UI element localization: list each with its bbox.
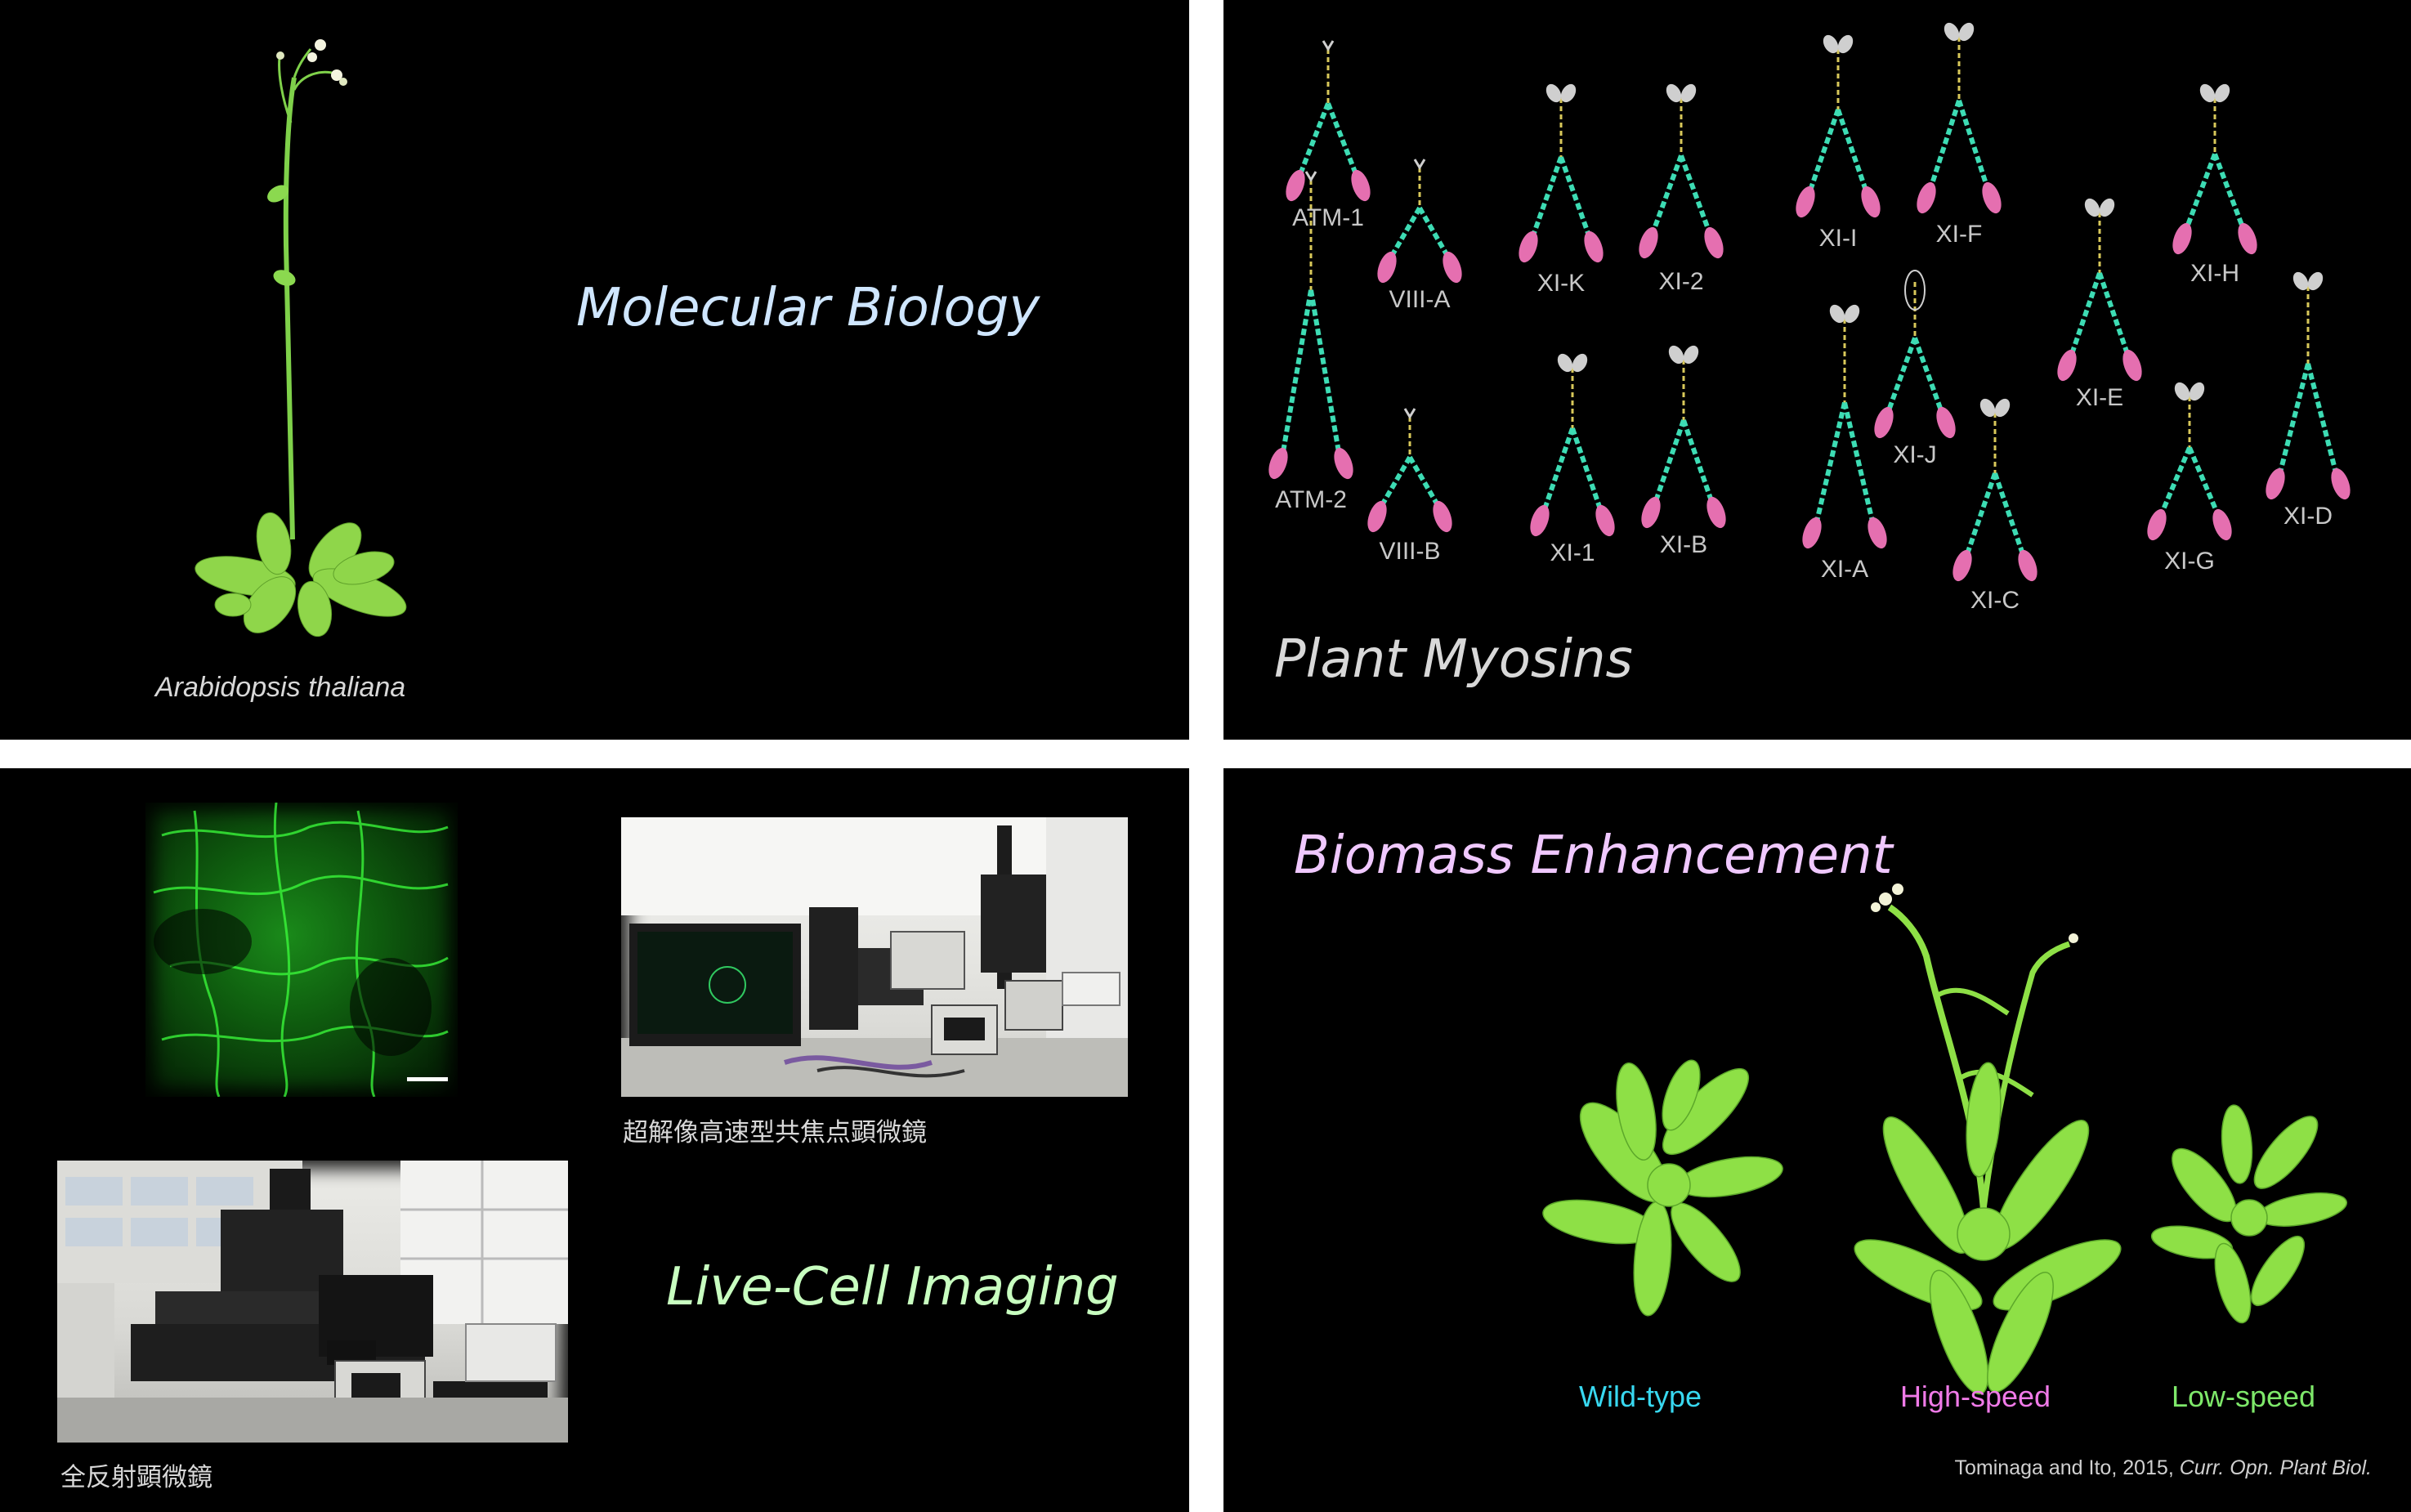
arabidopsis-plant-image [195,39,407,637]
myosin-molecule [1917,22,2002,214]
myosin-label-atm-2: ATM-2 [1275,486,1347,513]
fluorescence-network [153,803,449,1097]
myosin-label-xi-f: XI-F [1935,221,1983,248]
molecular-biology-title: Molecular Biology [576,278,1040,338]
myosin-label-xi-i: XI-I [1818,225,1858,252]
panel-live-cell-imaging: 超解像高速型共焦点顕微鏡 全反射顕微鏡 Live-Cell Imaging [0,768,1189,1512]
confocal-microscope-photo [621,817,1128,1097]
myosin-molecule [1377,159,1462,284]
myosin-label-viii-b: VIII-B [1379,538,1441,565]
tirf-caption: 全反射顕微鏡 [60,1463,212,1492]
myosin-molecule [1802,304,1887,549]
plant-comparison-image [1542,883,2348,1395]
myosin-molecule [1874,270,1956,439]
myosin-molecule [2172,83,2257,255]
high-speed-plant [1854,883,2122,1395]
myosin-label-xi-k: XI-K [1537,270,1586,297]
myosin-molecule [1367,408,1452,533]
panel-biomass-enhancement: Biomass Enhancement [1223,768,2411,1512]
confocal-caption: 超解像高速型共焦点顕微鏡 [623,1118,927,1147]
myosin-label-xi-h: XI-H [2190,260,2239,287]
myosin-molecule [1639,83,1724,259]
myosin-molecule [2147,382,2232,541]
myosin-label-xi-j: XI-J [1893,441,1937,468]
confocal-setup-illustration [621,817,1128,1097]
high-speed-label: High-speed [1899,1380,2051,1413]
myosin-molecule [1796,34,1881,218]
panel-molecular-biology: Molecular Biology Arabidopsis thaliana [0,0,1189,740]
low-speed-plant [2150,1104,2348,1324]
citation: Tominaga and Ito, 2015, Curr. Opn. Plant… [1955,1456,2372,1480]
myosin-molecule [1286,40,1371,202]
citation-journal: Curr. Opn. Plant Biol. [2179,1456,2372,1479]
myosin-molecule [2266,271,2351,500]
tirf-setup-illustration [57,1161,568,1443]
myosin-molecule [1953,398,2037,582]
myosin-molecule [2057,198,2142,382]
myosin-label-xi-b: XI-B [1659,531,1708,558]
myosin-molecule [1268,171,1353,480]
myosin-label-xi-e: XI-E [2075,384,2124,411]
tirf-microscope-photo [57,1161,568,1443]
myosin-diagram [1268,22,2351,582]
arabidopsis-caption: Arabidopsis thaliana [155,672,406,703]
myosin-label-xi-1: XI-1 [1550,539,1595,566]
myosin-molecule [1530,353,1615,537]
myosin-molecule [1519,83,1604,263]
myosin-molecule [1641,345,1726,529]
panel-plant-myosins: ATM-1 VIII-A XI-K XI-2 XI-I XI-F XI-E XI… [1223,0,2411,740]
biomass-enhancement-title: Biomass Enhancement [1294,825,1893,886]
low-speed-label: Low-speed [2171,1380,2316,1413]
myosin-label-xi-2: XI-2 [1658,268,1704,295]
myosin-label-atm-1: ATM-1 [1292,204,1364,231]
wild-type-plant [1542,1059,1783,1317]
live-cell-imaging-title: Live-Cell Imaging [666,1257,1119,1317]
citation-authors: Tominaga and Ito, 2015, [1954,1456,2180,1479]
myosin-label-xi-a: XI-A [1820,556,1869,583]
myosin-label-viii-a: VIII-A [1389,286,1451,313]
wild-type-label: Wild-type [1578,1380,1702,1413]
plant-myosins-title: Plant Myosins [1274,629,1633,690]
myosin-label-xi-d: XI-D [2284,503,2333,530]
myosin-label-xi-c: XI-C [1970,587,2020,614]
myosin-label-xi-g: XI-G [2164,548,2215,575]
fluorescence-micrograph [145,803,458,1097]
